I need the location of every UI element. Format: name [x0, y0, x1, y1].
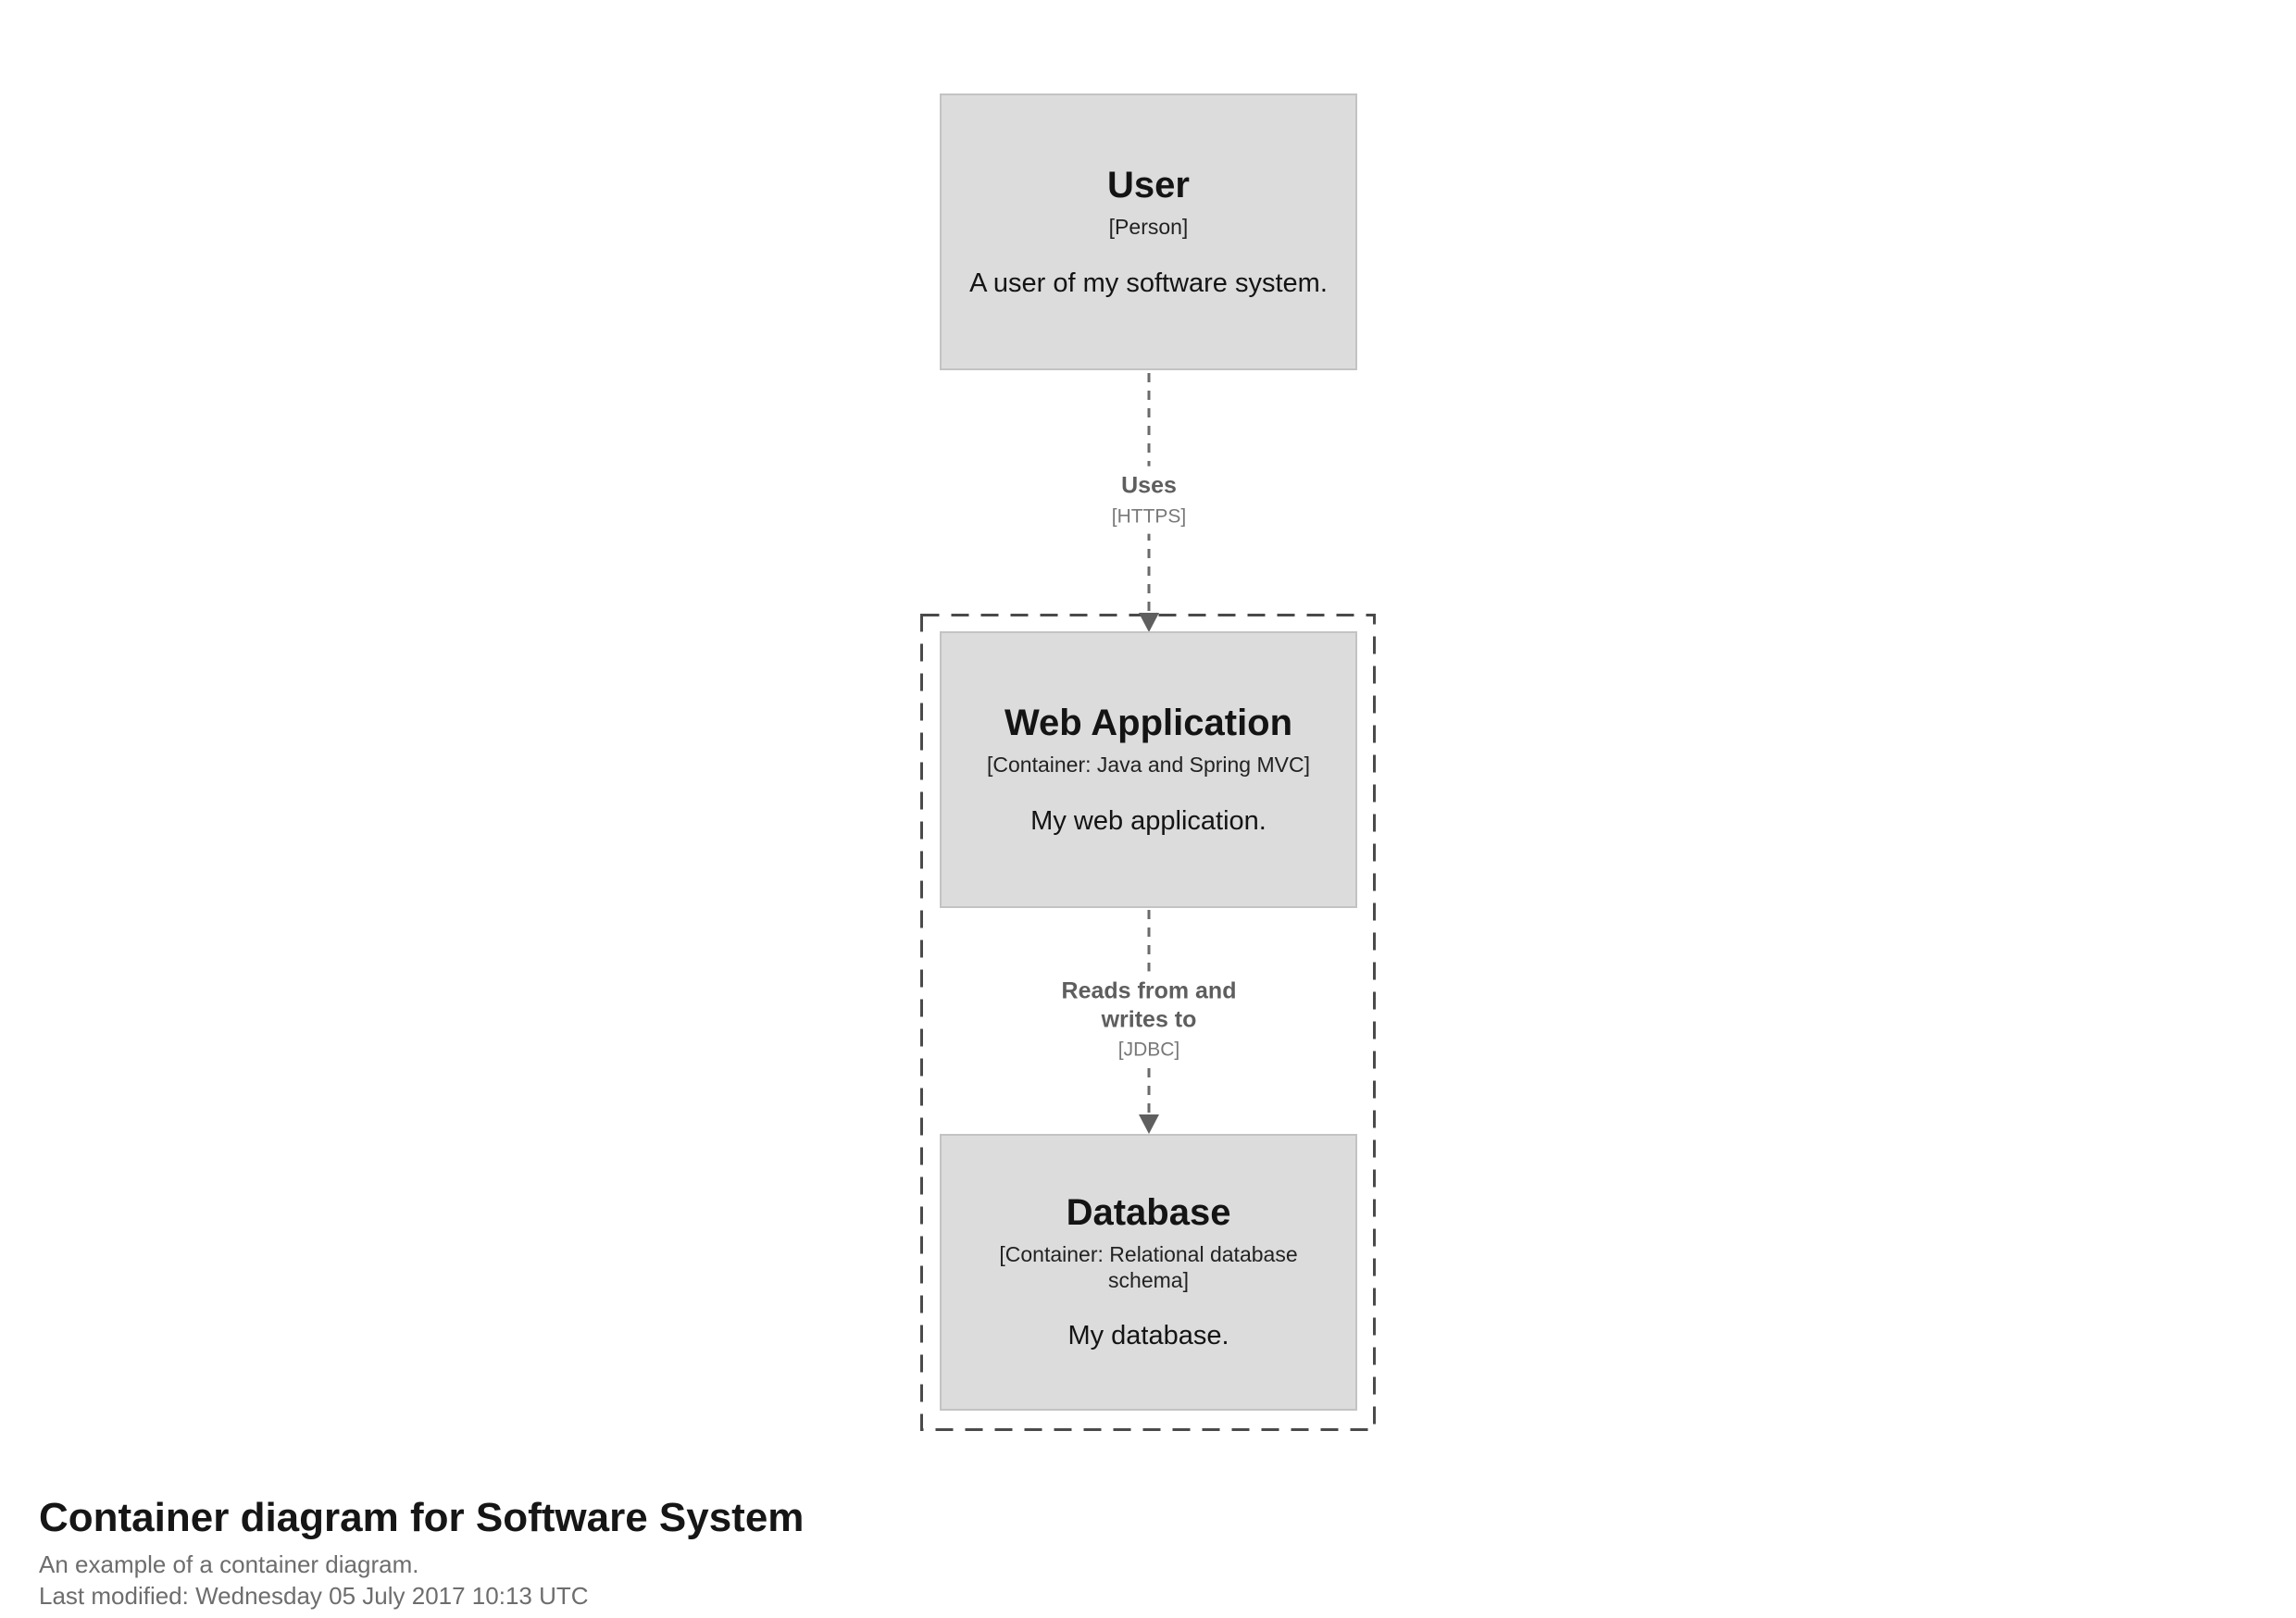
relationship-uses-description: Uses: [1121, 472, 1177, 499]
element-web-application-metadata: [Container: Java and Spring MVC]: [986, 753, 1310, 778]
element-user-metadata: [Person]: [1108, 215, 1189, 240]
diagram-title: Container diagram for Software System: [39, 1495, 805, 1540]
relationship-label-reads-writes: Reads from and writes to [JDBC]: [1042, 971, 1255, 1067]
relationship-reads-writes-technology: [JDBC]: [1117, 1039, 1180, 1061]
diagram-subtitle: An example of a container diagram.: [39, 1550, 419, 1578]
diagram-footer: Container diagram for Software System An…: [39, 1494, 804, 1612]
arrowhead-reads-writes: [1139, 1114, 1159, 1134]
element-database: Database [Container: Relational database…: [940, 1134, 1357, 1411]
arrowhead-uses: [1139, 613, 1159, 632]
relationship-label-uses: Uses [HTTPS]: [1102, 466, 1196, 534]
element-database-name: Database: [1066, 1192, 1231, 1234]
element-web-application-name: Web Application: [1004, 703, 1293, 744]
relationship-reads-writes-description: Reads from and writes to: [1061, 977, 1237, 1032]
relationship-uses-technology: [HTTPS]: [1111, 505, 1187, 528]
element-user-name: User: [1107, 165, 1190, 206]
element-database-description: My database.: [1067, 1321, 1229, 1351]
element-user-description: A user of my software system.: [969, 268, 1328, 298]
element-user: User [Person] A user of my software syst…: [940, 93, 1357, 370]
diagram-last-modified: Last modified: Wednesday 05 July 2017 10…: [39, 1582, 589, 1611]
element-database-metadata: [Container: Relational database schema]: [999, 1242, 1298, 1292]
element-web-application-description: My web application.: [1030, 805, 1267, 836]
element-web-application: Web Application [Container: Java and Spr…: [940, 631, 1357, 908]
